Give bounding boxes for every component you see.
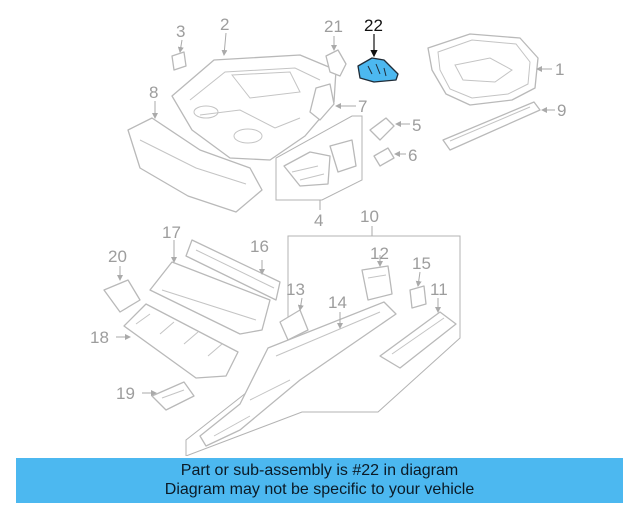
part-2-rear-floor-pan: 2: [171, 15, 337, 161]
callout-16: 16: [250, 237, 269, 256]
callout-22: 22: [364, 16, 383, 35]
callout-9: 9: [557, 101, 566, 120]
part-8-crossmember: 8: [127, 83, 263, 213]
callout-1: 1: [555, 60, 564, 79]
part-22-highlighted: 22: [357, 16, 399, 83]
callout-5: 5: [412, 116, 421, 135]
part-21-bracket: 21: [324, 17, 347, 77]
callout-12: 12: [370, 244, 389, 263]
callout-21: 21: [324, 17, 343, 36]
caption-line-1: Part or sub-assembly is #22 in diagram: [180, 462, 459, 479]
caption-banner: Part or sub-assembly is #22 in diagram D…: [16, 458, 623, 503]
callout-8: 8: [149, 83, 158, 102]
callout-2: 2: [220, 15, 229, 34]
part-14-side-rail: 14: [199, 293, 397, 447]
part-3-bracket: 3: [171, 22, 187, 71]
callout-19: 19: [116, 384, 135, 403]
part-5-bracket: 5: [369, 116, 421, 141]
callout-20: 20: [108, 247, 127, 266]
part-7-bracket: 7: [309, 83, 367, 121]
part-11-rail: 11: [379, 280, 457, 369]
parts-diagram: 1 9 2 3 21 22 7: [90, 15, 566, 456]
callout-4: 4: [314, 211, 323, 230]
part-20-bracket: 20: [103, 247, 141, 313]
callout-15: 15: [412, 254, 431, 273]
part-9-rear-panel: 9: [442, 101, 566, 151]
part-1-spare-tire-pan: 1: [427, 33, 564, 106]
part-16-crossmember: 16: [185, 237, 281, 301]
part-13-bracket: 13: [279, 280, 309, 341]
callout-6: 6: [408, 146, 417, 165]
part-18-reinforcement: 18: [90, 303, 239, 379]
callout-17: 17: [162, 223, 181, 242]
callout-18: 18: [90, 328, 109, 347]
part-15-plate: 15: [409, 254, 431, 309]
callout-11: 11: [430, 280, 448, 299]
caption-line-2: Diagram may not be specific to your vehi…: [164, 481, 475, 498]
part-4-assembly: 4: [275, 115, 363, 230]
part-12-bracket: 12: [361, 244, 393, 301]
callout-3: 3: [176, 22, 185, 41]
part-6-bracket: 6: [373, 146, 417, 167]
callout-13: 13: [286, 280, 305, 299]
callout-14: 14: [328, 293, 347, 312]
part-17-panel: 17: [149, 223, 271, 335]
callout-10: 10: [360, 207, 379, 226]
callout-7: 7: [358, 97, 367, 116]
part-19-plate: 19: [116, 381, 195, 411]
